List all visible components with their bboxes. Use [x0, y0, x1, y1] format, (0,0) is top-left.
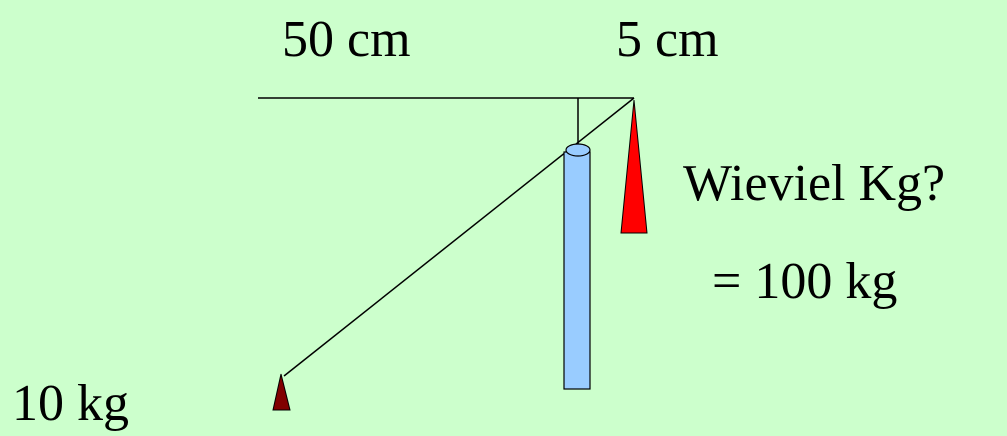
right-arm-distance-label: 5 cm: [616, 11, 719, 68]
answer-label: = 100 kg: [712, 253, 898, 310]
left-arm-distance-label: 50 cm: [282, 11, 411, 68]
left-weight: [272, 373, 291, 411]
question-label: Wieviel Kg?: [683, 155, 946, 212]
left-weight-label: 10 kg: [12, 375, 129, 432]
support-pillar: [563, 151, 591, 390]
pivot-point: [565, 143, 591, 157]
right-weight: [620, 99, 648, 234]
